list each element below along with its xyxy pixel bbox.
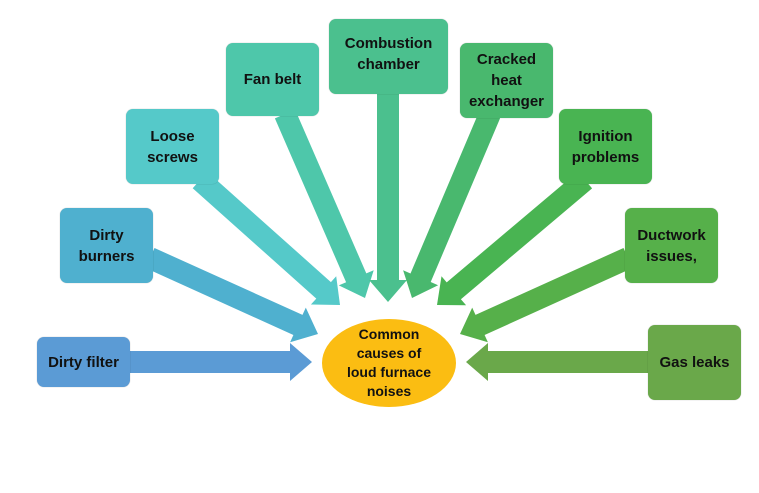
arrow-3 [274, 109, 374, 298]
cause-label: Ductwork issues, [637, 226, 706, 265]
arrow-0 [128, 343, 312, 381]
cause-box-loose-screws: Loose screws [126, 109, 219, 184]
arrow-8 [466, 343, 650, 381]
cause-box-cracked-heat-exchanger: Cracked heat exchanger [460, 43, 553, 118]
cause-label: Dirty burners [78, 226, 135, 265]
arrow-6 [437, 171, 593, 306]
cause-label: Dirty filter [48, 353, 119, 371]
cause-box-ignition-problems: Ignition problems [559, 109, 652, 184]
cause-label: Fan belt [243, 71, 302, 88]
arrow-2 [192, 171, 340, 305]
central-topic: Common causes of loud furnace noises [322, 319, 456, 407]
cause-box-gas-leaks: Gas leaks [648, 325, 741, 400]
cause-label: Combustion chamber [344, 35, 433, 73]
cause-label: Loose screws [147, 127, 198, 166]
cause-box-ductwork-issues: Ductwork issues, [625, 208, 718, 283]
cause-box-combustion-chamber: Combustion chamber [329, 19, 448, 94]
arrow-1 [145, 248, 318, 343]
arrow-4 [369, 92, 407, 302]
cause-label: Gas leaks [659, 354, 730, 371]
cause-box-dirty-filter: Dirty filter [37, 337, 130, 387]
arrow-5 [403, 109, 501, 298]
cause-label: Ignition problems [571, 127, 640, 166]
arrow-7 [460, 248, 633, 343]
cause-box-fan-belt: Fan belt [226, 43, 319, 116]
cause-box-dirty-burners: Dirty burners [60, 208, 153, 283]
cause-label: Cracked heat exchanger [468, 51, 545, 110]
